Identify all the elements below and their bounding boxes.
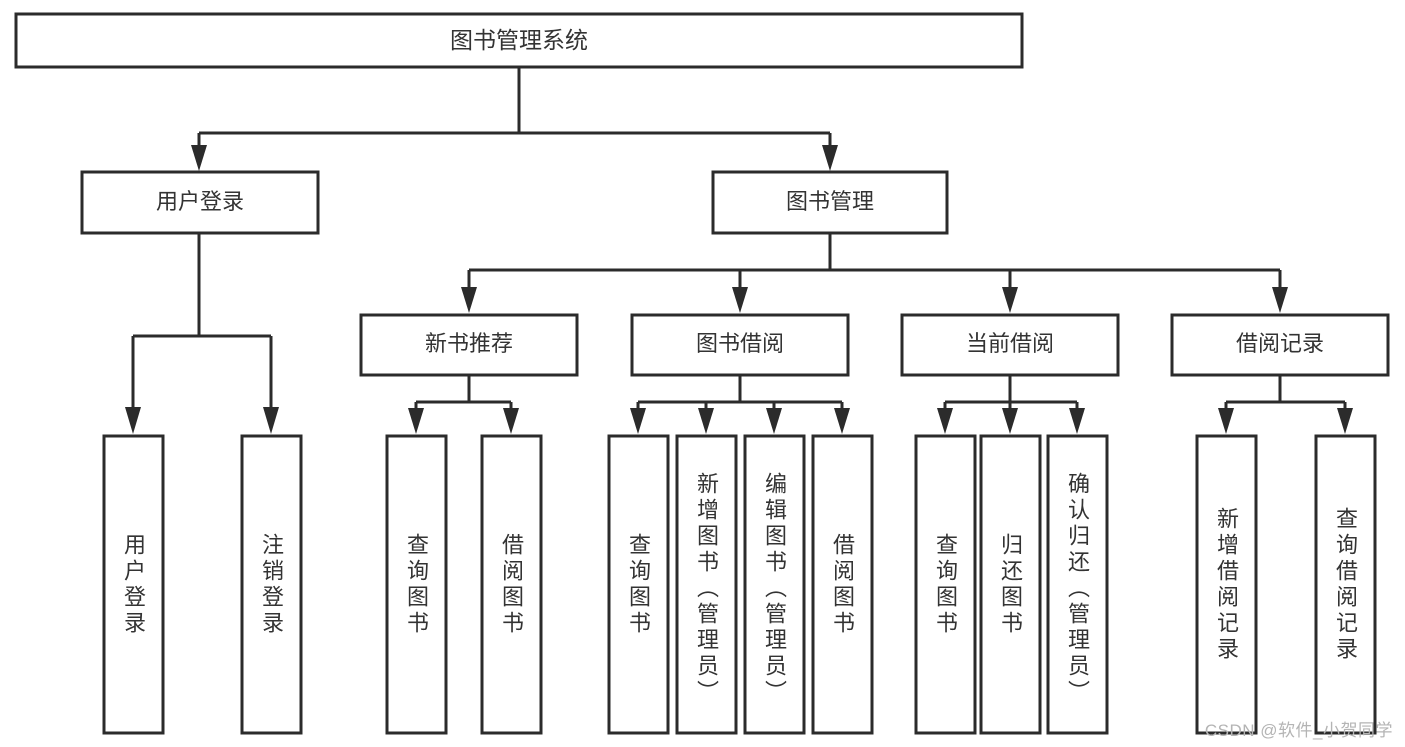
node-root-label: 图书管理系统 xyxy=(450,27,588,53)
arrow-icon-currentborrow-leaf-3 xyxy=(1069,408,1085,434)
arrow-icon-leaf-user-login xyxy=(125,407,141,434)
leaf-nodes xyxy=(102,434,1377,735)
arrow-icon-bookborrow-leaf-2 xyxy=(698,408,714,434)
csdn-watermark: CSDN @软件_小贺同学 xyxy=(1204,721,1393,740)
node-book-borrow-box[interactable] xyxy=(630,313,850,377)
arrow-icon-leaf-logout xyxy=(263,407,279,434)
leaf-box-query-book-1[interactable] xyxy=(385,434,448,735)
connector-group-borrowrecord xyxy=(1218,375,1353,434)
arrow-icon-bookborrow-leaf-4 xyxy=(834,408,850,434)
node-root-box[interactable] xyxy=(14,12,1024,69)
leaf-box-confirm-return[interactable] xyxy=(1046,434,1109,735)
arrow-icon-bookborrow xyxy=(732,287,748,313)
arrow-icon-currentborrow-leaf-2 xyxy=(1002,408,1018,434)
connector-group-currentborrow xyxy=(937,375,1085,434)
leaf-box-query-record[interactable] xyxy=(1314,434,1377,735)
node-new-book-recommend-box[interactable] xyxy=(359,313,579,377)
arrow-icon-currentborrow xyxy=(1002,287,1018,313)
connector-group-bookborrow xyxy=(630,375,850,434)
connector-group-userlogin xyxy=(125,233,279,434)
node-user-login[interactable]: 用户登录 xyxy=(80,170,320,235)
node-book-management-label: 图书管理 xyxy=(786,189,874,214)
node-book-management-box[interactable] xyxy=(711,170,949,235)
arrow-icon-newbook xyxy=(461,287,477,313)
leaf-box-user-login[interactable] xyxy=(102,434,165,735)
leaf-box-return-book[interactable] xyxy=(979,434,1042,735)
node-book-borrow-label: 图书借阅 xyxy=(696,331,784,356)
leaf-box-logout[interactable] xyxy=(240,434,303,735)
connector-group-root xyxy=(191,67,838,171)
leaf-box-borrow-book-2[interactable] xyxy=(811,434,874,735)
leaf-box-edit-book[interactable] xyxy=(743,434,806,735)
arrow-icon-currentborrow-leaf-1 xyxy=(937,408,953,434)
arrow-icon-newbook-leaf-2 xyxy=(503,408,519,434)
arrow-icon-borrowrecord-leaf-1 xyxy=(1218,408,1234,434)
leaf-box-add-book[interactable] xyxy=(675,434,738,735)
arrow-icon-newbook-leaf-1 xyxy=(408,408,424,434)
node-user-login-label: 用户登录 xyxy=(156,189,244,214)
node-current-borrow[interactable]: 当前借阅 xyxy=(900,313,1120,377)
arrow-icon-borrowrecord xyxy=(1272,287,1288,313)
node-user-login-box[interactable] xyxy=(80,170,320,235)
arrow-icon-borrowrecord-leaf-2 xyxy=(1337,408,1353,434)
leaf-box-query-book-2[interactable] xyxy=(607,434,670,735)
arrow-icon-bookmgmt xyxy=(822,145,838,171)
node-current-borrow-label: 当前借阅 xyxy=(966,331,1054,356)
node-borrow-record-label: 借阅记录 xyxy=(1236,331,1324,356)
arrow-icon-bookborrow-leaf-1 xyxy=(630,408,646,434)
node-book-management[interactable]: 图书管理 xyxy=(711,170,949,235)
arrow-icon-userlogin xyxy=(191,145,207,171)
node-borrow-record[interactable]: 借阅记录 xyxy=(1170,313,1390,377)
node-new-book-recommend-label: 新书推荐 xyxy=(425,331,513,356)
leaf-box-borrow-book-1[interactable] xyxy=(480,434,543,735)
node-root[interactable]: 图书管理系统 xyxy=(14,12,1024,69)
node-current-borrow-box[interactable] xyxy=(900,313,1120,377)
connector-group-newbook xyxy=(408,375,519,434)
leaf-box-query-book-3[interactable] xyxy=(914,434,977,735)
arrow-icon-bookborrow-leaf-3 xyxy=(766,408,782,434)
connector-group-bookmgmt xyxy=(461,233,1288,313)
node-book-borrow[interactable]: 图书借阅 xyxy=(630,313,850,377)
node-new-book-recommend[interactable]: 新书推荐 xyxy=(359,313,579,377)
leaf-box-add-record[interactable] xyxy=(1195,434,1258,735)
node-borrow-record-box[interactable] xyxy=(1170,313,1390,377)
